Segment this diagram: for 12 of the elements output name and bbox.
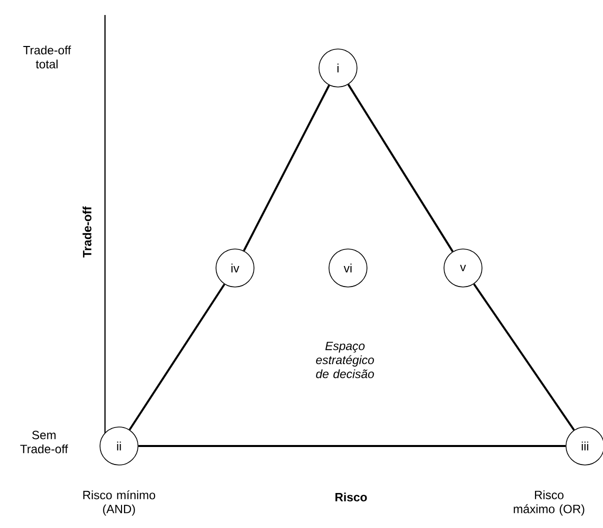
axis-label: Trade-off — [82, 206, 92, 258]
triangle-side — [243, 84, 330, 252]
triangle-side — [473, 283, 575, 431]
area-label: Espaço estratégico de decisão — [316, 342, 374, 378]
triangle-side — [138, 445, 566, 447]
axis-end-label: Risco mínimo (AND) — [83, 490, 156, 516]
triangle-side — [128, 284, 226, 430]
axis-label: Risco — [335, 492, 367, 502]
triangle-side — [347, 84, 454, 252]
axis-end-label: Sem Trade-off — [20, 430, 68, 454]
axis-end-label: Risco máximo (OR) — [514, 490, 584, 516]
axis-end-label: Trade-off total — [23, 46, 72, 68]
